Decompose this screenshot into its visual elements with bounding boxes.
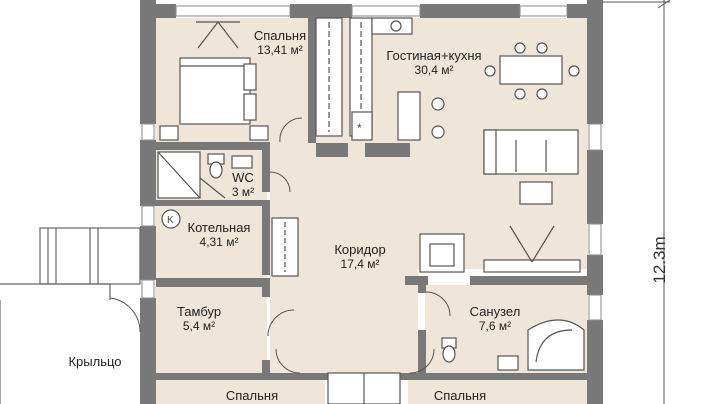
floor-vestibule bbox=[155, 287, 267, 373]
floor-bedroom-bl bbox=[155, 380, 325, 404]
kitchen-counter: * bbox=[351, 17, 413, 141]
bedroom-door-icon bbox=[279, 117, 303, 143]
room-label-boiler: Котельная 4,31 м² bbox=[174, 220, 264, 249]
room-name: Коридор bbox=[334, 242, 386, 257]
wardrobe-triangle bbox=[196, 21, 240, 49]
boiler-unit bbox=[161, 209, 181, 229]
windows bbox=[141, 5, 602, 321]
bottom-wardrobes bbox=[327, 372, 401, 404]
dimension-label: 12.3m bbox=[650, 236, 669, 284]
bedside-tables bbox=[159, 125, 269, 141]
room-label-bathroom: Санузел 7,6 м² bbox=[455, 304, 535, 333]
wc-fixtures bbox=[157, 151, 253, 199]
floor-bedroom-br bbox=[408, 380, 588, 404]
room-area: 3 м² bbox=[231, 185, 255, 199]
room-label-bedroom-bl: Спальня bbox=[212, 388, 292, 403]
room-area: 4,31 м² bbox=[199, 235, 239, 249]
room-area: 5,4 м² bbox=[182, 319, 216, 333]
room-label-vestibule: Тамбур 5,4 м² bbox=[164, 304, 234, 333]
walls bbox=[140, 0, 603, 404]
coffee-table bbox=[519, 181, 553, 205]
fireplace bbox=[419, 233, 465, 273]
bathroom-door-icon bbox=[425, 291, 451, 317]
room-area: 30,4 м² bbox=[414, 63, 454, 77]
porch-outline bbox=[0, 283, 111, 404]
porch-stairs bbox=[39, 227, 141, 285]
boiler-symbol: K bbox=[167, 215, 174, 226]
room-name: Санузел bbox=[469, 304, 521, 319]
dining-table bbox=[484, 42, 580, 100]
sofa bbox=[483, 129, 579, 175]
room-name: Тамбур bbox=[176, 304, 222, 319]
room-label-porch: Крыльцо bbox=[50, 354, 140, 369]
room-name: Котельная bbox=[187, 220, 251, 235]
room-area: 13,41 м² bbox=[257, 43, 303, 57]
svg-text:*: * bbox=[357, 121, 362, 135]
room-name: Спальня bbox=[225, 388, 279, 403]
floor-corridor bbox=[270, 269, 418, 373]
bedroom-bl-door-icon bbox=[275, 348, 301, 374]
bathroom-fixtures bbox=[441, 319, 585, 371]
room-area: 17,4 м² bbox=[340, 257, 380, 271]
room-label-living-kitchen: Гостиная+кухня 30,4 м² bbox=[372, 48, 496, 77]
bed bbox=[179, 57, 257, 125]
entrance-door-icon bbox=[109, 297, 141, 333]
room-name: Гостиная+кухня bbox=[386, 48, 482, 63]
corridor-wardrobe bbox=[271, 217, 299, 277]
room-name: WC bbox=[232, 170, 254, 185]
bedroom-br-door-icon bbox=[409, 348, 435, 374]
vestibule-door-icon bbox=[267, 309, 295, 337]
room-label-corridor: Коридор 17,4 м² bbox=[320, 242, 400, 271]
room-name: Спальня bbox=[253, 28, 307, 43]
wc-door-icon bbox=[269, 171, 291, 193]
room-name: Крыльцо bbox=[68, 354, 122, 369]
room-label-bedroom-br: Спальня bbox=[420, 388, 500, 403]
kitchen-island bbox=[397, 91, 445, 141]
room-label-wc: WC 3 м² bbox=[218, 170, 268, 199]
tv-stand bbox=[483, 225, 581, 273]
room-area: 7,6 м² bbox=[478, 319, 512, 333]
dimension-line bbox=[602, 0, 671, 404]
room-label-bedroom-top: Спальня 13,41 м² bbox=[230, 28, 330, 57]
room-name: Спальня bbox=[433, 388, 487, 403]
